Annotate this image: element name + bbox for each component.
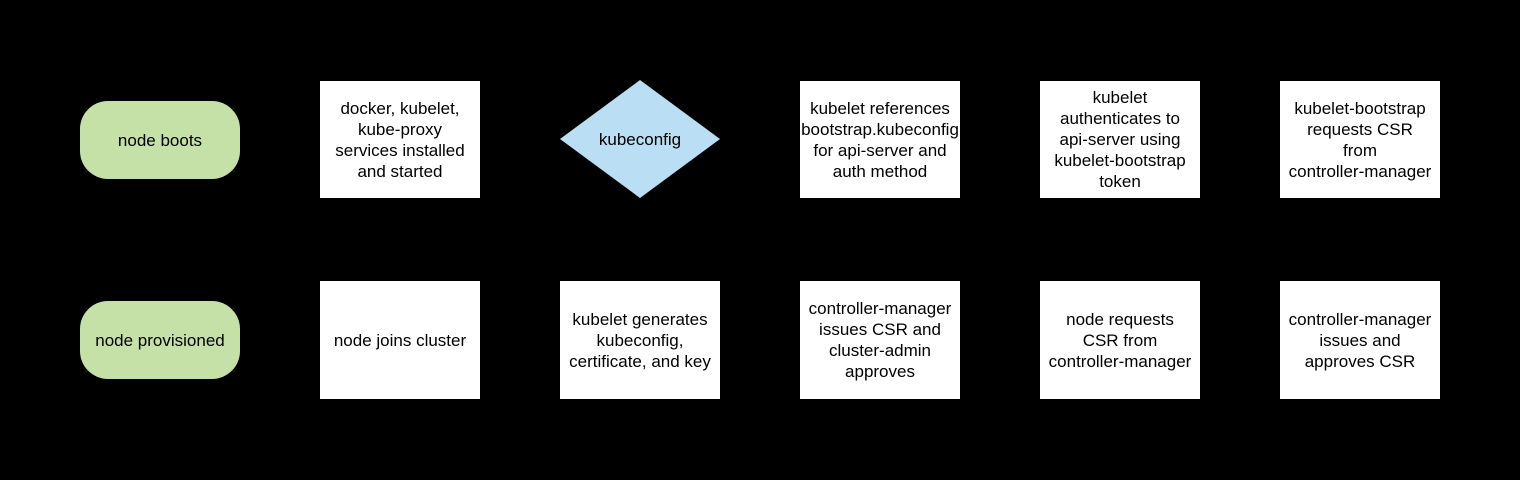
- process-node-controller-manager-issues-csr-cluster-admin-approves: controller-manager issues CSR and cluste…: [800, 281, 960, 399]
- process-node-kubelet-generates-kubeconfig: kubelet generates kubeconfig, certificat…: [560, 281, 720, 399]
- process-node-kubelet-references-bootstrap-kubeconfig: kubelet references bootstrap.kubeconfig …: [800, 81, 960, 198]
- node-label: node provisioned: [95, 330, 225, 350]
- node-label: kubeconfig: [598, 129, 682, 149]
- node-label: kubelet authenticates to api-server usin…: [1054, 88, 1186, 191]
- node-label: kubelet references bootstrap.kubeconfig …: [801, 98, 959, 181]
- node-label: node boots: [117, 130, 203, 150]
- node-label: controller-manager issues and approves C…: [1288, 309, 1432, 371]
- node-label: node requests CSR from controller-manage…: [1048, 309, 1192, 371]
- process-node-kubelet-bootstrap-requests-csr: kubelet-bootstrap requests CSR from cont…: [1280, 81, 1440, 198]
- node-label: docker, kubelet, kube-proxy services ins…: [335, 98, 465, 181]
- terminal-node-node-boots: node boots: [80, 101, 240, 179]
- node-label: kubelet generates kubeconfig, certificat…: [569, 309, 711, 371]
- node-label: kubelet-bootstrap requests CSR from cont…: [1288, 98, 1432, 181]
- process-node-kubelet-authenticates: kubelet authenticates to api-server usin…: [1040, 81, 1200, 198]
- process-node-services-installed: docker, kubelet, kube-proxy services ins…: [320, 81, 480, 198]
- node-label: node joins cluster: [333, 330, 467, 350]
- node-label: controller-manager issues CSR and cluste…: [808, 299, 952, 381]
- decision-node-kubeconfig: kubeconfig: [560, 80, 720, 198]
- process-node-controller-manager-issues-approves-csr: controller-manager issues and approves C…: [1280, 281, 1440, 399]
- terminal-node-node-provisioned: node provisioned: [80, 301, 240, 379]
- process-node-node-joins-cluster: node joins cluster: [320, 281, 480, 399]
- process-node-node-requests-csr: node requests CSR from controller-manage…: [1040, 281, 1200, 399]
